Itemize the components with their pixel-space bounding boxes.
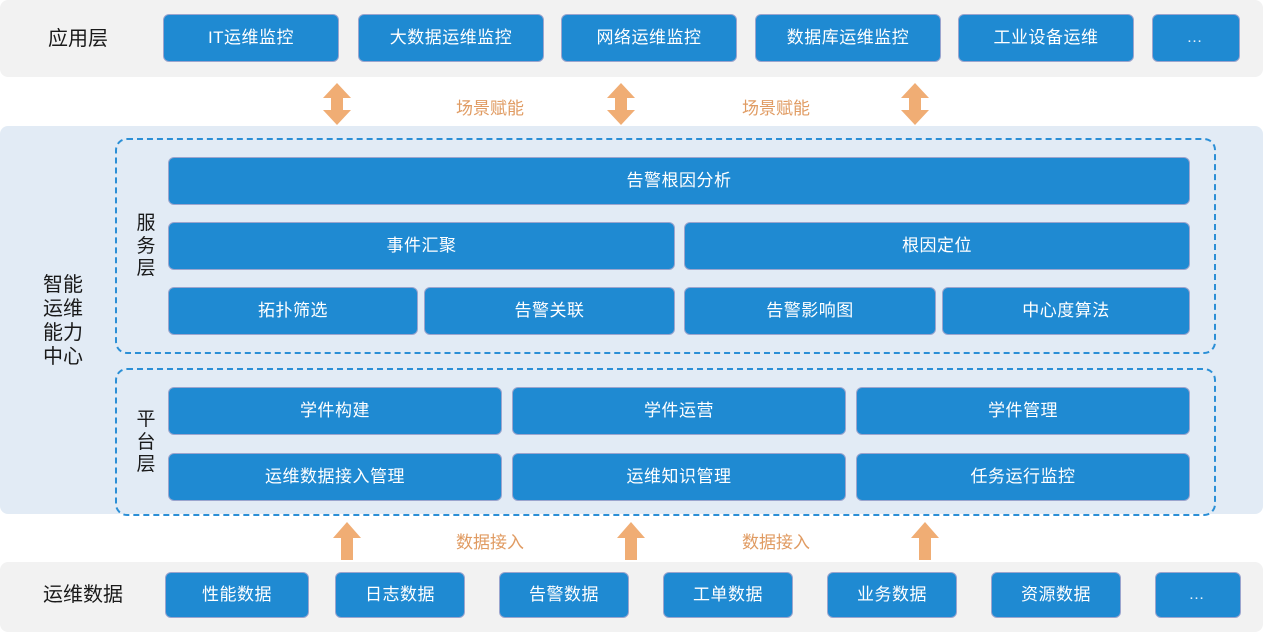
platform-layer-label-char-3: 层 [136, 454, 156, 476]
data-access-arrow-1 [332, 522, 362, 560]
data-item-ticket[interactable]: 工单数据 [663, 572, 793, 618]
platform-box-learnware-management[interactable]: 学件管理 [856, 387, 1190, 435]
service-layer-label-char-3: 层 [136, 258, 156, 280]
platform-layer-container [115, 368, 1216, 516]
platform-box-task-run-monitoring[interactable]: 任务运行监控 [856, 453, 1190, 501]
data-layer-label: 运维数据 [43, 583, 123, 606]
service-box-root-cause-analysis[interactable]: 告警根因分析 [168, 157, 1190, 205]
application-layer-label: 应用层 [48, 27, 108, 50]
data-access-label-2: 数据接入 [742, 533, 810, 552]
data-item-more[interactable]: … [1155, 572, 1241, 618]
platform-box-ops-knowledge-management[interactable]: 运维知识管理 [512, 453, 846, 501]
service-layer-label-char-2: 务 [136, 235, 156, 257]
service-box-event-aggregation[interactable]: 事件汇聚 [168, 222, 675, 270]
scene-enable-arrow-2 [606, 83, 636, 125]
data-item-resource[interactable]: 资源数据 [991, 572, 1121, 618]
scene-enable-label-1: 场景赋能 [456, 99, 524, 118]
data-access-label-1: 数据接入 [456, 533, 524, 552]
app-item-bigdata-ops[interactable]: 大数据运维监控 [358, 14, 544, 62]
platform-layer-label-char-1: 平 [136, 409, 156, 431]
data-item-log[interactable]: 日志数据 [335, 572, 465, 618]
app-item-industrial-ops[interactable]: 工业设备运维 [958, 14, 1134, 62]
scene-enable-arrow-1 [322, 83, 352, 125]
app-item-database-ops[interactable]: 数据库运维监控 [755, 14, 941, 62]
capability-center-label: 智能 运维 能力 中心 [43, 274, 83, 368]
service-box-alarm-correlation[interactable]: 告警关联 [424, 287, 675, 335]
platform-layer-label-char-2: 台 [136, 431, 156, 453]
data-item-alarm[interactable]: 告警数据 [499, 572, 629, 618]
platform-box-ops-data-access-management[interactable]: 运维数据接入管理 [168, 453, 502, 501]
scene-enable-label-2: 场景赋能 [742, 99, 810, 118]
app-item-more[interactable]: … [1152, 14, 1240, 62]
platform-box-learnware-operation[interactable]: 学件运营 [512, 387, 846, 435]
data-access-arrow-3 [910, 522, 940, 560]
platform-layer-label: 平 台 层 [131, 408, 161, 478]
data-item-performance[interactable]: 性能数据 [165, 572, 309, 618]
app-item-it-ops[interactable]: IT运维监控 [163, 14, 339, 62]
service-layer-label-char-1: 服 [136, 213, 156, 235]
app-item-network-ops[interactable]: 网络运维监控 [561, 14, 737, 62]
service-layer-label: 服 务 层 [131, 212, 161, 282]
service-box-topology-filter[interactable]: 拓扑筛选 [168, 287, 418, 335]
scene-enable-arrow-3 [900, 83, 930, 125]
data-item-business[interactable]: 业务数据 [827, 572, 957, 618]
service-box-centrality-algorithm[interactable]: 中心度算法 [942, 287, 1190, 335]
platform-box-learnware-construction[interactable]: 学件构建 [168, 387, 502, 435]
service-layer-container [115, 138, 1216, 354]
service-box-alarm-impact-graph[interactable]: 告警影响图 [684, 287, 936, 335]
service-box-root-cause-location[interactable]: 根因定位 [684, 222, 1190, 270]
data-access-arrow-2 [616, 522, 646, 560]
